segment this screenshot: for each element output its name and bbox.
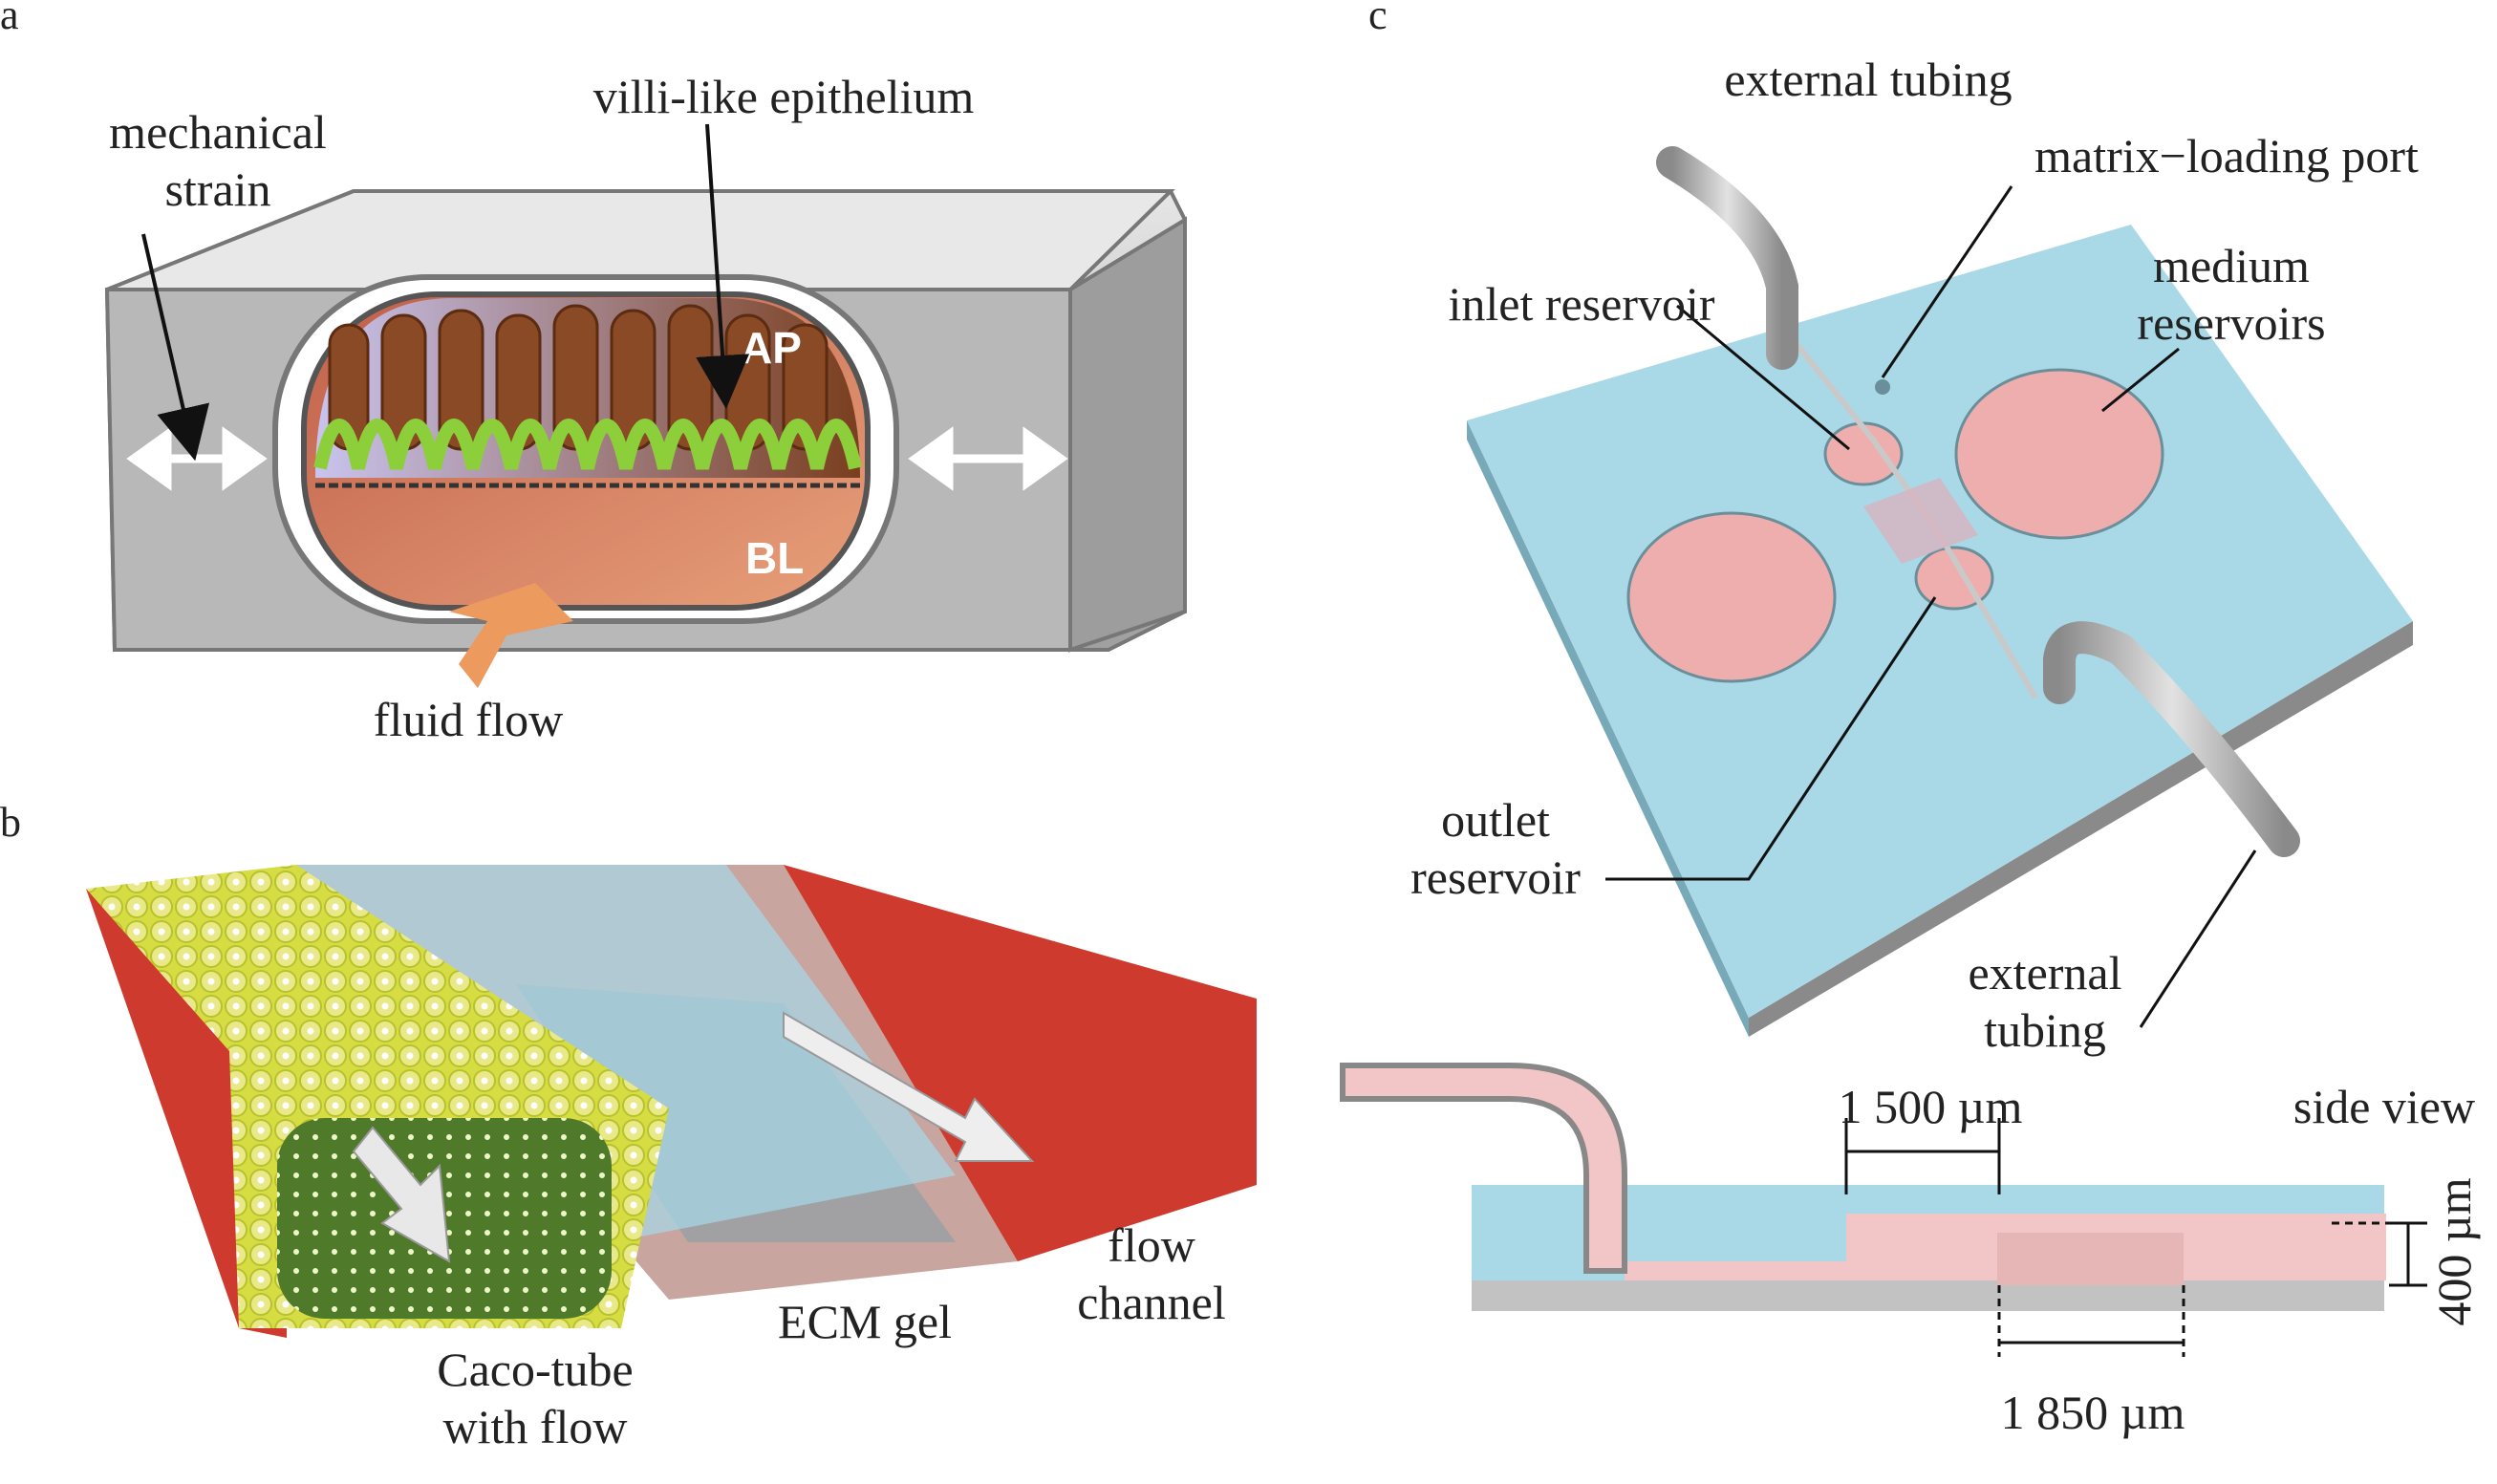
villi-label: villi-like epithelium xyxy=(593,70,975,123)
caco-label-2: with flow xyxy=(442,1400,627,1453)
external-tubing-top-label: external tubing xyxy=(1724,53,2012,106)
villi-shapes xyxy=(328,304,829,451)
medium-reservoir-left xyxy=(1626,511,1837,683)
chip-side-front xyxy=(1467,420,1749,1037)
external-bottom-label-2: tubing xyxy=(1984,1003,2106,1057)
channel-flow-arrow xyxy=(783,1011,1035,1162)
panel-a: a xyxy=(0,0,1187,746)
caco-flow-arrow xyxy=(352,1126,451,1263)
side-view: 1 500 µm 1 850 µm 400 µm side view xyxy=(1340,1063,2481,1439)
medium-label-1: medium xyxy=(2153,239,2310,292)
central-chamber: AP BL xyxy=(272,274,899,624)
flow-channel-label-2: channel xyxy=(1077,1276,1225,1329)
side-base xyxy=(1472,1280,2384,1311)
matrix-port-hole xyxy=(1875,379,1890,395)
panel-c: c external tubing matrix−loading port me… xyxy=(1340,0,2481,1439)
outlet-label-2: reservoir xyxy=(1410,850,1581,904)
matrix-port-label: matrix−loading port xyxy=(2034,129,2419,183)
medium-label-2: reservoirs xyxy=(2137,296,2325,350)
dim-1850-label: 1 850 µm xyxy=(2001,1386,2185,1439)
inlet-reservoir-well xyxy=(1823,421,1904,486)
ecm-top xyxy=(296,865,956,1242)
ap-label: AP xyxy=(741,323,802,373)
epithelium-layer xyxy=(313,419,862,470)
flow-channel-label-1: flow xyxy=(1108,1218,1195,1272)
dim-400-label: 400 µm xyxy=(2427,1177,2481,1325)
panel-c-letter: c xyxy=(1368,0,1388,38)
panel-a-letter: a xyxy=(0,0,19,38)
outlet-label-1: outlet xyxy=(1441,793,1550,847)
mechanical-strain-pointer xyxy=(141,233,210,462)
chip-center-chamber xyxy=(1863,478,1978,564)
external-bottom-label-1: external xyxy=(1968,946,2121,1000)
medium-reservoir-right xyxy=(1954,368,2164,540)
mechanical-label-1: mechanical xyxy=(109,105,327,159)
external-tubing-bottom xyxy=(2043,621,2300,857)
inlet-label: inlet reservoir xyxy=(1448,277,1714,331)
external-tubing-top xyxy=(1656,146,1798,370)
chip-side-right xyxy=(1749,621,2413,1037)
side-tubing xyxy=(1340,1063,1627,1274)
fluid-flow-arrow xyxy=(449,583,573,688)
side-view-label: side view xyxy=(2293,1080,2475,1133)
panel-b-letter: b xyxy=(0,799,21,846)
panel-b: b Caco-tube with flow ECM gel flow chann… xyxy=(0,799,1257,1453)
dimension-lines xyxy=(1844,1118,2427,1357)
chip-top xyxy=(1467,225,2413,1018)
leader-lines xyxy=(1605,185,2257,1028)
fluid-flow-label: fluid flow xyxy=(374,693,564,746)
caco-label-1: Caco-tube xyxy=(437,1343,633,1396)
side-gel-region xyxy=(1997,1233,2184,1285)
bl-label: BL xyxy=(745,533,804,583)
chip-channel xyxy=(1794,342,2038,699)
dim-1500-label: 1 500 µm xyxy=(1839,1080,2023,1133)
villi-pointer xyxy=(696,123,750,409)
ecm-label: ECM gel xyxy=(778,1295,952,1348)
mechanical-label-2: strain xyxy=(164,162,270,216)
